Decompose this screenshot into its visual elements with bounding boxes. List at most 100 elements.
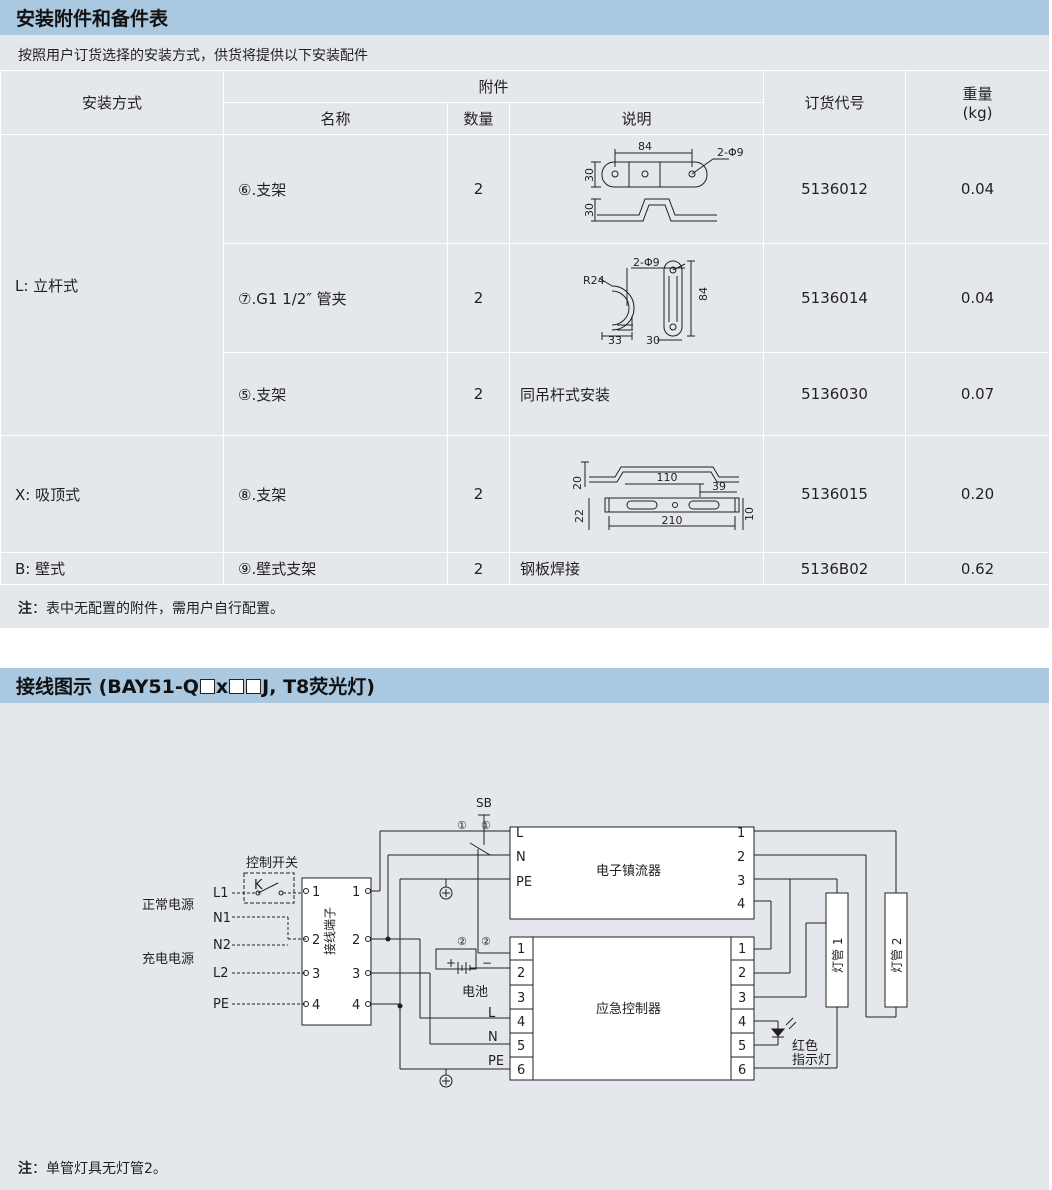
dim-hole: 2-Φ9 bbox=[633, 256, 660, 269]
terminal-out-4: 4 bbox=[352, 998, 360, 1013]
header-name: 名称 bbox=[223, 102, 448, 135]
battery-minus: − bbox=[482, 956, 492, 970]
ctrl-out-3: 3 bbox=[738, 991, 746, 1006]
label-k: K bbox=[254, 878, 263, 893]
ctrl-out-6: 6 bbox=[738, 1063, 746, 1078]
dim-length: 210 bbox=[661, 514, 682, 527]
label-contact-1a: ① bbox=[457, 819, 467, 832]
terminal-block bbox=[301, 877, 372, 1026]
mount-method-cell: X: 吸顶式 bbox=[0, 435, 224, 553]
terminal-out-1: 1 bbox=[352, 885, 360, 900]
header-description: 说明 bbox=[508, 102, 765, 135]
ctrl-out-2: 2 bbox=[738, 966, 746, 981]
order-code: 5136014 bbox=[763, 243, 907, 353]
label-l1: L1 bbox=[213, 886, 229, 901]
ctrl-out-4: 4 bbox=[738, 1015, 746, 1030]
battery-plus: + bbox=[446, 956, 456, 970]
placeholder-box-icon bbox=[199, 679, 215, 694]
label-l2: L2 bbox=[213, 966, 229, 981]
table-row: ⑤.支架 2 同吊杆式安装 5136030 0.07 bbox=[1, 352, 1051, 436]
header-mount-method: 安装方式 bbox=[0, 70, 224, 135]
terminal-in-2: 2 bbox=[312, 933, 320, 948]
label-charge-power: 充电电源 bbox=[142, 951, 194, 967]
ballast-out-2: 2 bbox=[737, 850, 745, 865]
ctrl-in-6: 6 bbox=[517, 1063, 525, 1078]
label-terminal: 接线端子 bbox=[322, 907, 337, 955]
mount-method-cell: B: 壁式 bbox=[0, 552, 224, 585]
dim-span: 110 bbox=[656, 471, 677, 484]
dim-width: 84 bbox=[638, 140, 652, 153]
terminal-in-1: 1 bbox=[312, 885, 320, 900]
note-text: ：单管灯具无灯管2。 bbox=[32, 1161, 167, 1177]
weight: 0.04 bbox=[905, 134, 1051, 244]
label-contact-2b: ② bbox=[481, 935, 491, 948]
ctrl-in-4: 4 bbox=[517, 1015, 525, 1030]
tube-1 bbox=[825, 892, 849, 1008]
drawing-bracket-8: 110 39 20 22 210 10 bbox=[508, 435, 765, 553]
table-row: L: 立杆式 ⑥.支架 2 84 2-Φ9 30 30 bbox=[0, 134, 1051, 436]
order-code: 5136012 bbox=[763, 134, 907, 244]
accessory-qty: 2 bbox=[447, 134, 510, 244]
label-battery: 电池 bbox=[462, 985, 488, 1000]
note-label: 注 bbox=[18, 1161, 32, 1177]
controller-l: L bbox=[488, 1006, 496, 1021]
title-suffix: J, T8荧光灯) bbox=[262, 676, 375, 698]
dim-height-b: 30 bbox=[583, 203, 596, 217]
label-ballast: 电子镇流器 bbox=[596, 864, 661, 879]
label-pe-input: PE bbox=[213, 997, 229, 1012]
header-weight-line1: 重量 bbox=[962, 85, 993, 103]
note-label: 注 bbox=[18, 601, 32, 617]
weight: 0.04 bbox=[905, 243, 1051, 353]
label-n1: N1 bbox=[213, 911, 231, 926]
bracket-drawing: 84 2-Φ9 30 30 bbox=[583, 140, 743, 222]
terminal-out-3: 3 bbox=[352, 967, 360, 982]
accessory-qty: 2 bbox=[447, 435, 510, 553]
order-code: 5136B02 bbox=[763, 552, 907, 585]
header-weight-line2: (kg) bbox=[962, 104, 993, 122]
accessory-desc: 钢板焊接 bbox=[508, 552, 765, 585]
accessory-name: ⑥.支架 bbox=[223, 134, 448, 244]
pipe-clamp-drawing: R24 2-Φ9 84 33 30 bbox=[583, 256, 710, 347]
ballast-box bbox=[509, 826, 755, 920]
ctrl-out-1: 1 bbox=[738, 942, 746, 957]
ctrl-in-1: 1 bbox=[517, 942, 525, 957]
accessory-name: ⑦.G1 1/2″ 管夹 bbox=[223, 243, 448, 353]
ctrl-out-5: 5 bbox=[738, 1039, 746, 1054]
terminal-out-2: 2 bbox=[352, 933, 360, 948]
dim-height-a: 20 bbox=[571, 476, 584, 490]
header-weight: 重量 (kg) bbox=[905, 70, 1051, 135]
label-tube-2: 灯管 2 bbox=[889, 938, 904, 973]
dim-end: 39 bbox=[712, 480, 726, 493]
label-tube-1: 灯管 1 bbox=[830, 938, 845, 973]
accessory-qty: 2 bbox=[447, 243, 510, 353]
ballast-out-3: 3 bbox=[737, 874, 745, 889]
accessories-table: 安装方式 附件 订货代号 重量 (kg) 名称 数量 说明 L: 立杆式 ⑥.支… bbox=[0, 70, 1051, 585]
section-header-accessories: 安装附件和备件表 bbox=[0, 0, 1049, 35]
drawing-pipe-clamp: R24 2-Φ9 84 33 30 bbox=[508, 243, 765, 353]
wiring-note: 注：单管灯具无灯管2。 bbox=[18, 1158, 167, 1178]
label-contact-2a: ② bbox=[457, 935, 467, 948]
ballast-pin-n: N bbox=[516, 850, 526, 865]
label-control-switch: 控制开关 bbox=[246, 856, 298, 871]
order-code: 5136030 bbox=[763, 352, 907, 436]
header-order-code: 订货代号 bbox=[763, 70, 907, 135]
dim-thick: 10 bbox=[743, 507, 756, 521]
table-note: 注：表中无配置的附件，需用户自行配置。 bbox=[18, 598, 284, 618]
accessory-desc: 同吊杆式安装 bbox=[508, 352, 765, 436]
placeholder-box-icon bbox=[229, 679, 245, 694]
weight: 0.07 bbox=[905, 352, 1051, 436]
dim-width-b: 30 bbox=[646, 334, 660, 346]
ballast-pin-pe: PE bbox=[516, 875, 532, 890]
dim-width-a: 33 bbox=[608, 334, 622, 346]
ctrl-in-3: 3 bbox=[517, 991, 525, 1006]
accessory-name: ⑤.支架 bbox=[223, 352, 448, 436]
control-switch-box bbox=[243, 872, 295, 904]
dim-length: 84 bbox=[697, 287, 710, 301]
header-quantity: 数量 bbox=[447, 102, 510, 135]
note-text: ：表中无配置的附件，需用户自行配置。 bbox=[32, 601, 284, 617]
ceiling-bracket-drawing: 110 39 20 22 210 10 bbox=[571, 461, 756, 530]
accessory-name: ⑨.壁式支架 bbox=[223, 552, 448, 585]
accessory-name: ⑧.支架 bbox=[223, 435, 448, 553]
dim-height-b: 22 bbox=[573, 509, 586, 523]
